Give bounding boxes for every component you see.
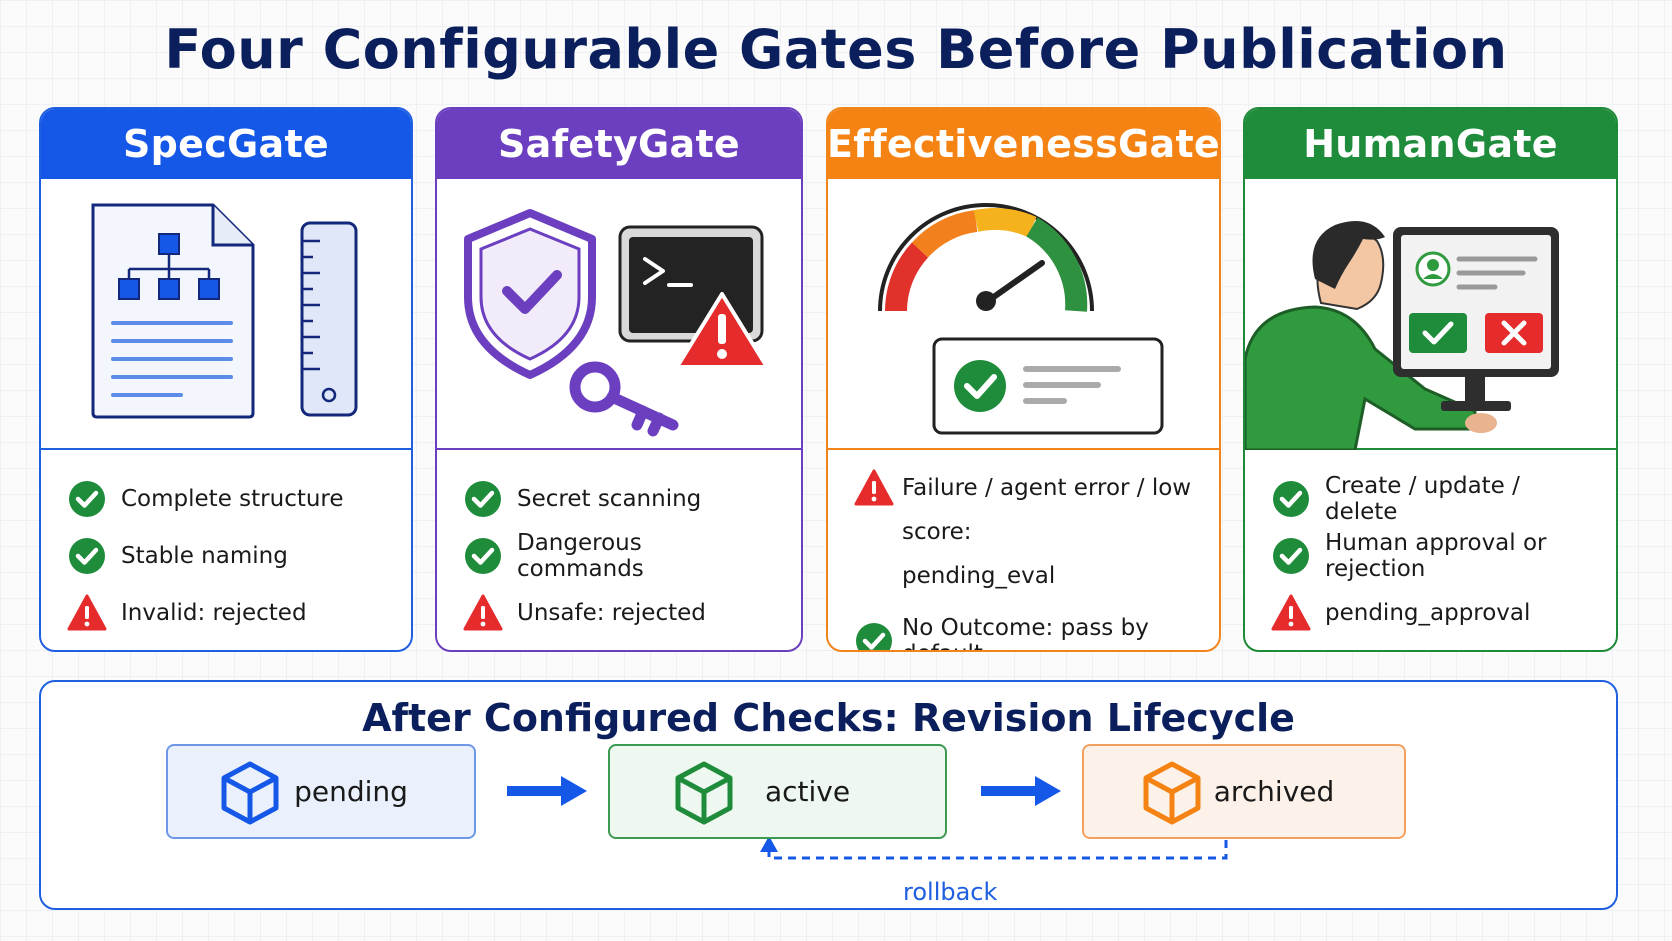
check-circle-icon [67, 479, 107, 519]
human-gate-illustration [1245, 179, 1616, 450]
cube-icon [672, 760, 736, 833]
effectiveness-gate-title: EffectivenessGate [828, 109, 1219, 179]
lifecycle-connectors [507, 776, 1228, 860]
check-circle-icon [463, 479, 503, 519]
state-active: active [608, 744, 947, 839]
safety-gate-illustration [437, 179, 801, 450]
list-item: Create / update / delete [1271, 470, 1590, 527]
cube-icon [218, 760, 282, 833]
check-circle-icon [1271, 536, 1311, 576]
warning-triangle-icon [463, 593, 503, 633]
document-ruler-icon [91, 203, 358, 419]
spec-gate-illustration [41, 179, 411, 450]
state-pending: pending [166, 744, 476, 839]
safety-gate-title: SafetyGate [437, 109, 801, 179]
state-label: pending [294, 775, 408, 808]
list-item: Human approval or rejection [1271, 527, 1590, 584]
safety-gate-card: SafetyGate Secret scanning Dangerous com… [435, 107, 803, 652]
gauge-result-icon [878, 203, 1164, 435]
check-circle-icon [67, 536, 107, 576]
rollback-arrow [760, 836, 1228, 860]
person-monitor-icon [1245, 221, 1559, 450]
list-item: Secret scanning [463, 470, 775, 527]
item-text: Failure / agent error / low score: [902, 475, 1192, 545]
effectiveness-gate-illustration [828, 179, 1219, 450]
warning-triangle-icon [67, 593, 107, 633]
spec-gate-card: SpecGate Complete structure Stable namin… [39, 107, 413, 652]
check-circle-icon [1271, 479, 1311, 519]
item-text-continued: pending_eval [902, 563, 1056, 589]
list-item: Complete structure [67, 470, 385, 527]
arrow-right-icon [981, 776, 1061, 806]
warning-triangle-icon [854, 468, 894, 508]
page-title: Four Configurable Gates Before Publicati… [164, 18, 1508, 81]
state-label: active [764, 775, 851, 808]
arrow-right-icon [507, 776, 587, 806]
check-circle-icon [463, 536, 503, 576]
human-gate-title: HumanGate [1245, 109, 1616, 179]
rollback-label: rollback [903, 878, 998, 906]
list-item: Failure / agent error / low score: pendi… [854, 466, 1193, 598]
list-item: No Outcome: pass by default [854, 612, 1193, 650]
spec-gate-title: SpecGate [41, 109, 411, 179]
human-gate-card: HumanGate Create / update / delete [1243, 107, 1618, 652]
state-archived: archived [1082, 744, 1406, 839]
list-item: Invalid: rejected [67, 584, 385, 641]
state-label: archived [1213, 775, 1335, 808]
shield-terminal-key-icon [464, 209, 769, 437]
lifecycle-title: After Configured Checks: Revision Lifecy… [362, 696, 1295, 740]
list-item: Unsafe: rejected [463, 584, 775, 641]
revision-lifecycle-panel: After Configured Checks: Revision Lifecy… [39, 680, 1618, 910]
list-item: Stable naming [67, 527, 385, 584]
list-item: pending_approval [1271, 584, 1590, 641]
list-item: Dangerous commands [463, 527, 775, 584]
cube-icon [1140, 760, 1204, 833]
effectiveness-gate-card: EffectivenessGate Failure / agent error … [826, 107, 1221, 652]
warning-triangle-icon [1271, 593, 1311, 633]
check-circle-icon [854, 621, 894, 650]
